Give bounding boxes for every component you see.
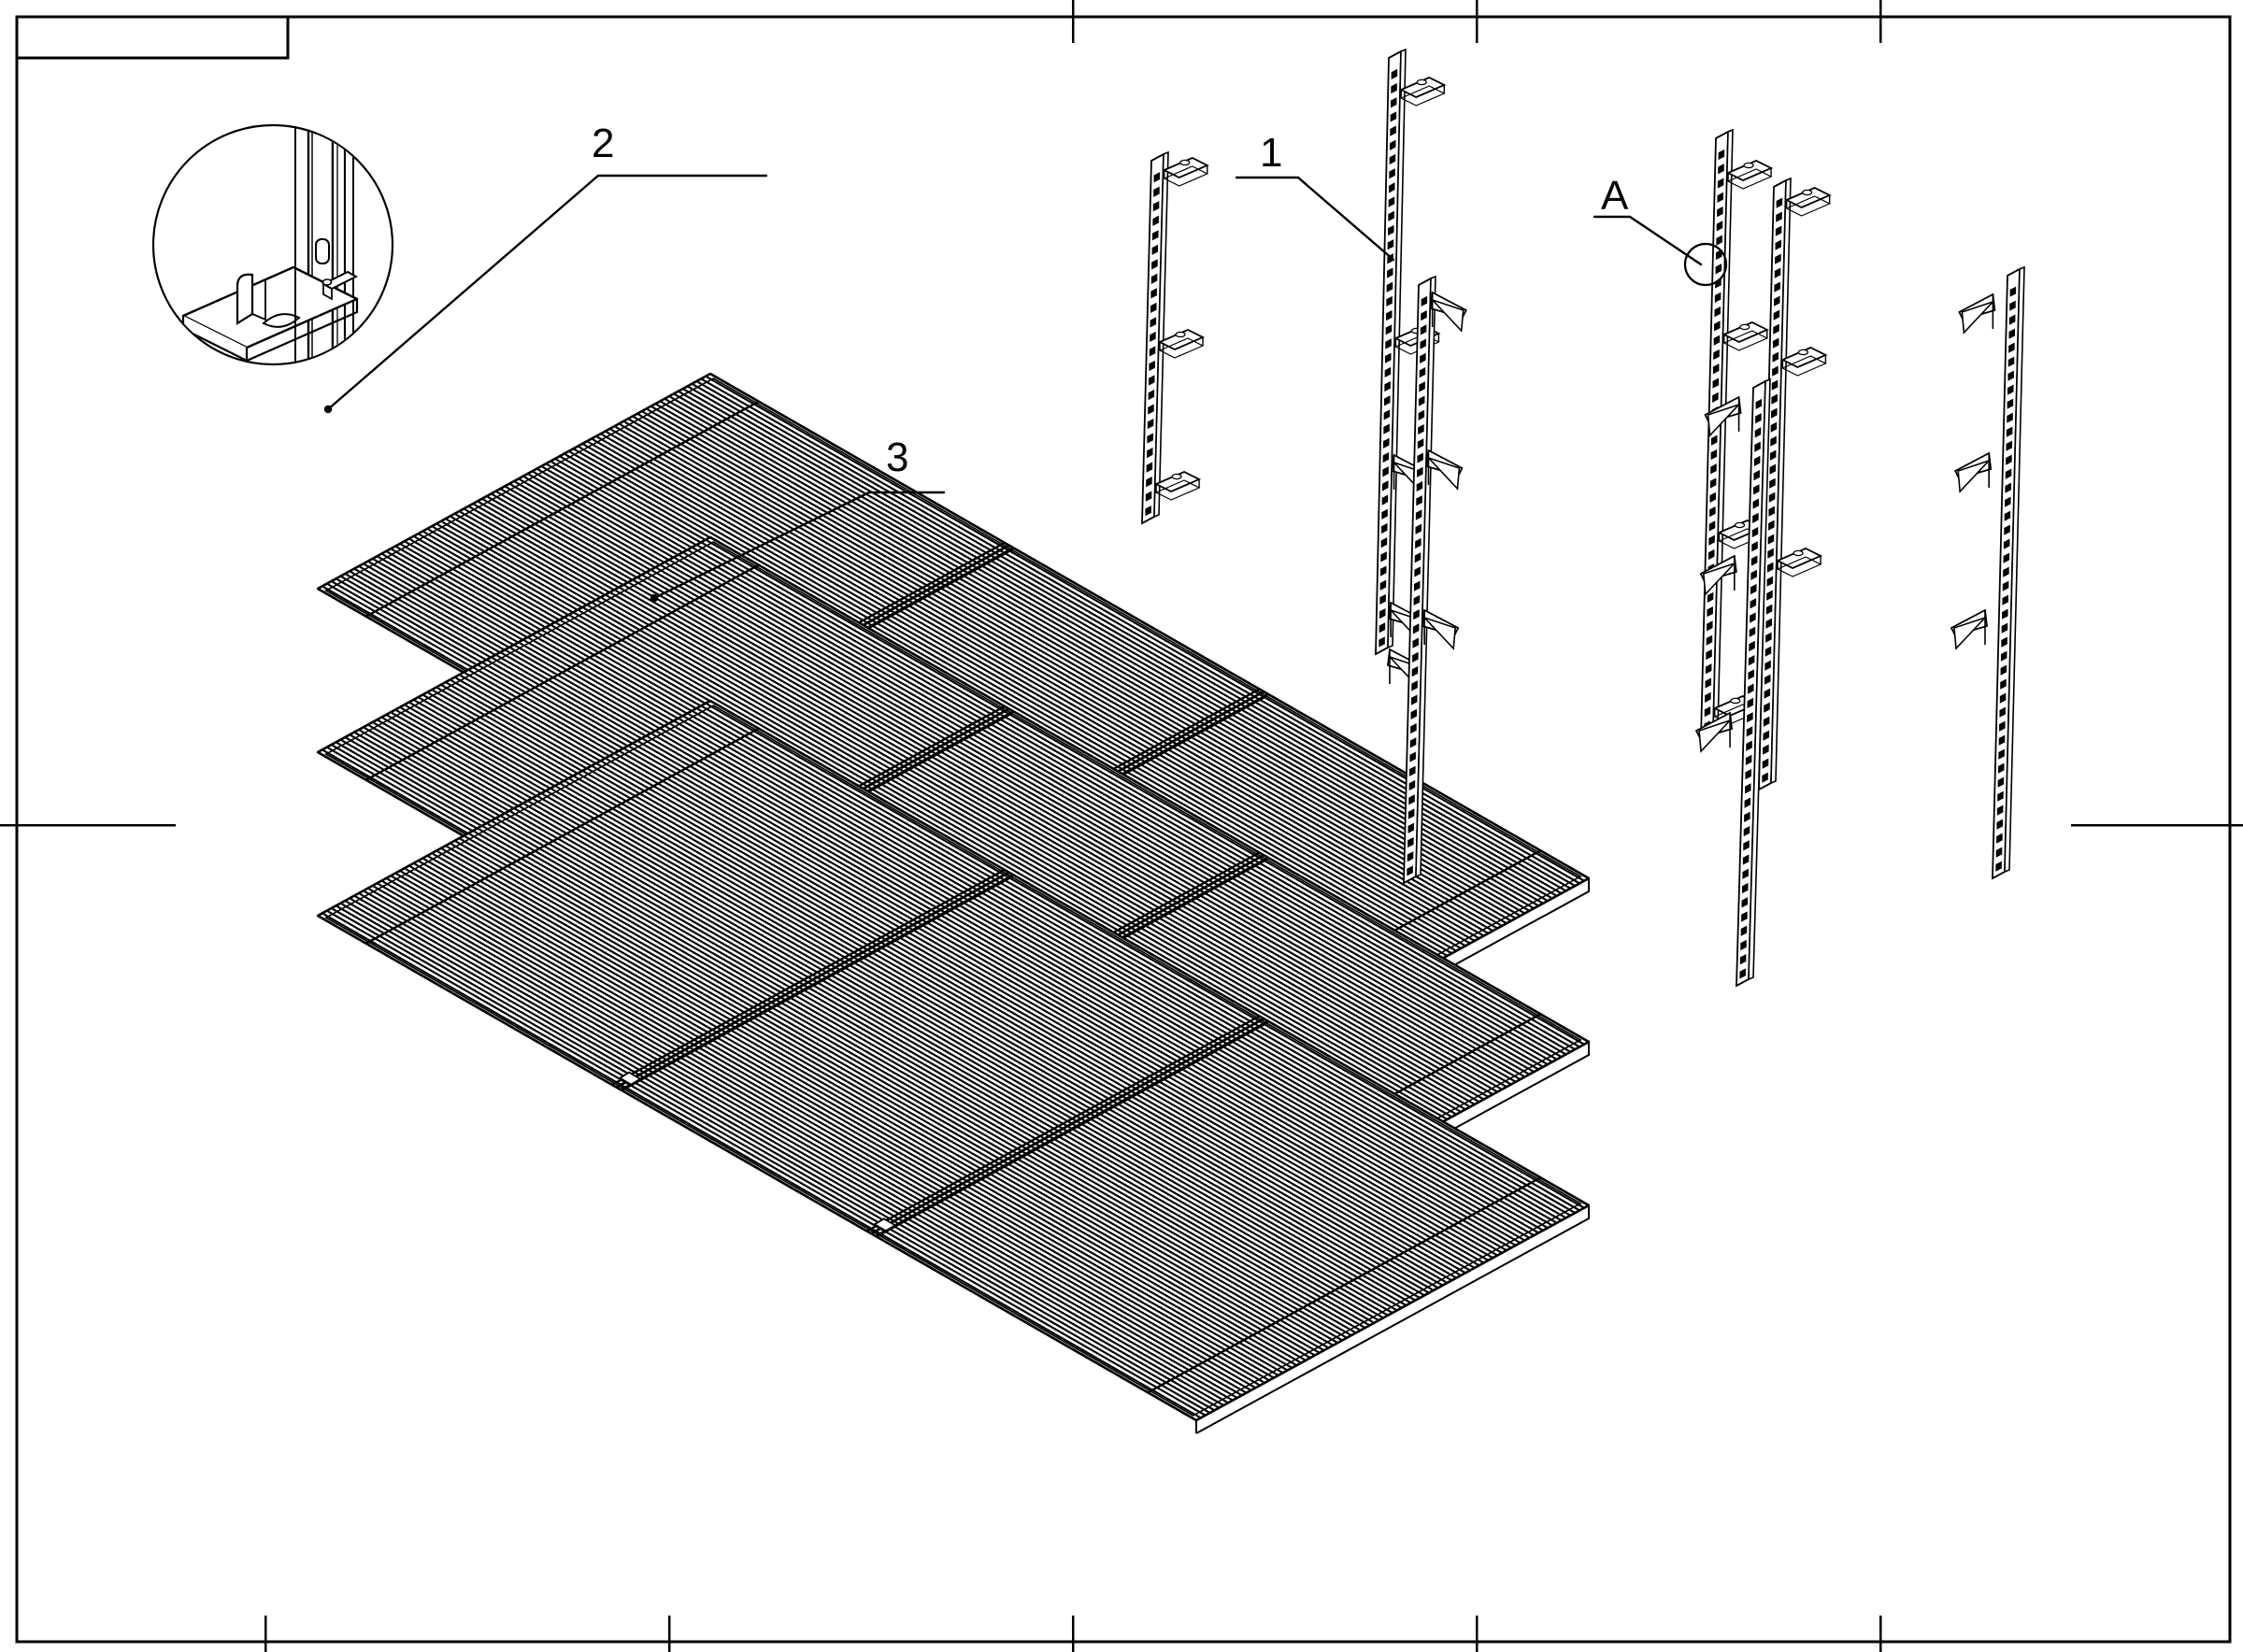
shelf-bracket xyxy=(1429,291,1467,333)
upright-rail xyxy=(1950,265,2025,880)
shelf-bracket xyxy=(1953,451,1993,493)
shelf-bracket xyxy=(1153,471,1202,501)
shelf-bracket xyxy=(1780,347,1828,377)
balloon-label-3: 3 xyxy=(886,434,909,480)
shelf-bracket xyxy=(1704,395,1742,437)
shelf-border-wire xyxy=(317,699,1590,1422)
shelf-bracket xyxy=(1775,548,1823,577)
upright-rail xyxy=(1694,377,1771,988)
detail-view-circle-2 xyxy=(151,123,394,366)
shelf-bracket xyxy=(1950,608,1988,650)
rail-slot-column xyxy=(1704,149,1725,732)
wire-shelf xyxy=(316,699,1591,1434)
balloon-label-2: 2 xyxy=(592,121,615,166)
shelf-bracket xyxy=(1425,449,1464,491)
shelf-bracket xyxy=(1958,292,1996,335)
leader-line-3 xyxy=(652,491,946,600)
frame-border xyxy=(15,15,2232,1644)
shelf-wire-mesh xyxy=(318,701,1589,1420)
upright-rail xyxy=(1758,177,1832,791)
rail-slot-column xyxy=(1379,68,1398,648)
rail-slot-column xyxy=(1739,398,1763,979)
leader-line-A xyxy=(1593,215,1703,266)
shelf-bracket xyxy=(1699,554,1737,596)
shelf-bracket xyxy=(1722,321,1769,351)
rail-slot-column xyxy=(1762,197,1783,783)
leader-line-1 xyxy=(1235,176,1395,262)
leader-dot-3 xyxy=(650,593,659,603)
shelf-bracket xyxy=(1784,187,1832,217)
shelf-bracket xyxy=(1725,160,1774,190)
leader-line-2 xyxy=(326,174,768,411)
leader-dot-2 xyxy=(323,405,333,414)
rail-slot-column xyxy=(1407,295,1428,876)
shelf-bracket xyxy=(1422,608,1460,650)
shelf-bracket xyxy=(1694,711,1734,753)
shelf-bracket xyxy=(1399,77,1447,107)
rail-slot-column xyxy=(1995,286,2017,872)
balloon-label-1: 1 xyxy=(1260,130,1283,176)
detail-bracket-on-rail xyxy=(181,126,374,363)
detail-circle-a xyxy=(1683,242,1728,287)
shelf-bracket xyxy=(1162,157,1209,187)
balloon-label-a: A xyxy=(1601,173,1629,219)
upright-rail xyxy=(1403,275,1467,885)
leader-lines xyxy=(323,174,1703,603)
title-block-corner xyxy=(17,17,290,60)
rail-slot-column xyxy=(1145,172,1161,517)
shelf-bracket xyxy=(1157,329,1206,359)
upright-rail xyxy=(1141,150,1209,525)
